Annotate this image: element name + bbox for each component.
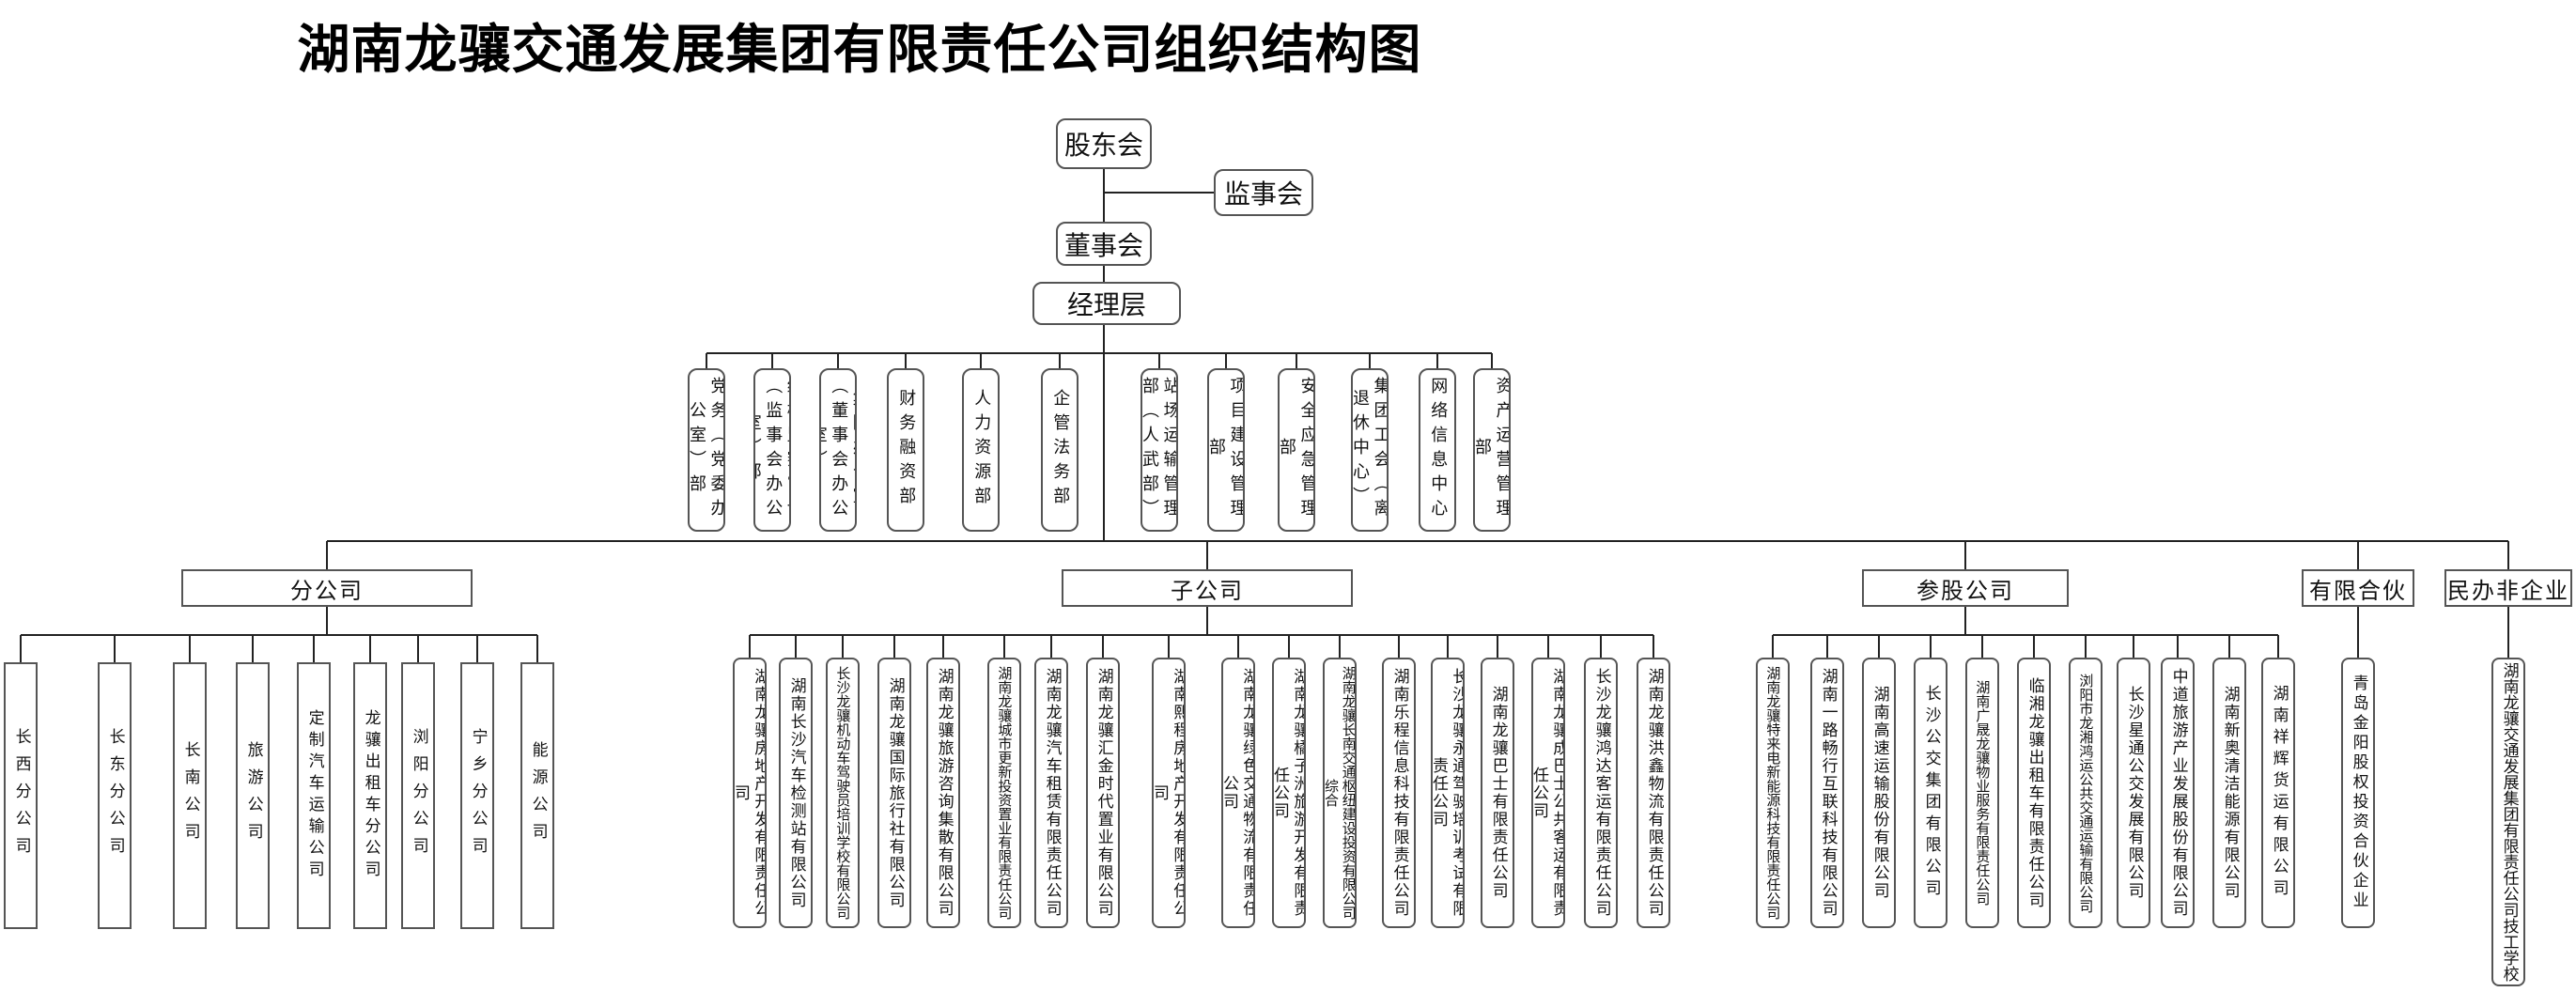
subsidiary-box: 湖南熙程房地产开发有限责任公司 (1152, 658, 1186, 928)
subsidiary-box: 湖南乐程信息科技有限责任公司 (1382, 658, 1416, 928)
shareholding-box: 湖南一路畅行互联科技有限公司 (1810, 658, 1844, 928)
subsidiary-box: 湖南长沙汽车检测站有限公司 (779, 658, 813, 928)
branch-box: 长西分公司 (4, 662, 38, 929)
subsidiary-box: 湖南龙骧成巴士公共客运有限责任公司 (1531, 658, 1565, 928)
shareholders-meeting-box: 股东会 (1056, 118, 1152, 169)
category-branches: 分公司 (181, 569, 473, 607)
shareholding-box: 湖南高速运输股份有限公司 (1862, 658, 1896, 928)
subsidiary-box: 湖南龙骧长南交通枢纽建设投资有限公司综合 (1323, 658, 1357, 928)
category-private: 民办非企业 (2444, 569, 2572, 607)
subsidiary-box: 湖南龙骧汇金时代置业有限公司 (1086, 658, 1120, 928)
dept-hr: 人力资源部 (962, 368, 1000, 532)
shareholding-box: 长沙公交集团有限公司 (1914, 658, 1948, 928)
subsidiary-box: 湖南龙骧房地产开发有限责任公司 (733, 658, 767, 928)
branch-box: 浏阳分公司 (401, 662, 435, 929)
branch-box: 能源公司 (520, 662, 554, 929)
branch-box: 龙骧出租车分公司 (353, 662, 387, 929)
category-shareholdings: 参股公司 (1862, 569, 2069, 607)
branch-box: 长东分公司 (98, 662, 132, 929)
category-partnership: 有限合伙 (2302, 569, 2414, 607)
subsidiary-box: 湖南龙骧绿色交通物流有限责任公司 (1221, 658, 1255, 928)
subsidiary-box: 长沙龙骧鸿达客运有限责任公司 (1584, 658, 1618, 928)
board-of-supervisors-box: 监事会 (1214, 169, 1313, 216)
dept-group-office: 集团办公室（董事会办公室） (819, 368, 857, 532)
dept-assets: 资产运营管理部 (1473, 368, 1511, 532)
subsidiary-box: 湖南龙骧旅游咨询集散有限公司 (926, 658, 960, 928)
subsidiary-box: 湖南龙骧城市更新投资置业有限责任公司 (987, 658, 1021, 928)
board-of-directors-box: 董事会 (1056, 222, 1152, 266)
dept-union: 集团工会（离退休中心） (1351, 368, 1389, 532)
dept-party-affairs: 党务（党委办公室）部 (688, 368, 725, 532)
dept-discipline: 纪检监察审计（监事会办公室）部 (753, 368, 791, 532)
dept-station: 站场运输管理部（人武部） (1141, 368, 1178, 532)
branch-box: 旅游公司 (236, 662, 270, 929)
management-box: 经理层 (1032, 282, 1181, 325)
chart-title: 湖南龙骧交通发展集团有限责任公司组织结构图 (297, 20, 1422, 81)
category-subsidiaries: 子公司 (1062, 569, 1353, 607)
dept-project: 项目建设管理部 (1207, 368, 1245, 532)
subsidiary-box: 长沙龙骧永通驾驶培训考试有限责任公司 (1431, 658, 1465, 928)
shareholding-box: 湖南新奥清洁能源有限公司 (2212, 658, 2246, 928)
dept-safety: 安全应急管理部 (1278, 368, 1315, 532)
shareholding-box: 湖南广晟龙骧物业服务有限责任公司 (1965, 658, 1999, 928)
branch-box: 定制汽车运输公司 (297, 662, 331, 929)
branch-box: 长南公司 (173, 662, 207, 929)
shareholding-box: 临湘龙骧出租车有限责任公司 (2017, 658, 2051, 928)
shareholding-box: 浏阳市龙湘鸿运公共交通运输有限公司 (2069, 658, 2103, 928)
dept-legal: 企管法务部 (1041, 368, 1079, 532)
subsidiary-box: 长沙龙骧机动车驾驶员培训学校有限公司 (826, 658, 860, 928)
subsidiary-box: 湖南龙骧汽车租赁有限责任公司 (1034, 658, 1068, 928)
dept-network: 网络信息中心 (1419, 368, 1456, 532)
subsidiary-box: 湖南龙骧橘子洲旅游开发有限责任公司 (1272, 658, 1306, 928)
shareholding-box: 湖南龙骧特来电新能源科技有限责任公司 (1756, 658, 1790, 928)
private-member-box: 湖南龙骧交通发展集团有限责任公司技工学校 (2491, 658, 2525, 986)
subsidiary-box: 湖南龙骧洪鑫物流有限责任公司 (1637, 658, 1670, 928)
shareholding-box: 中道旅游产业发展股份有限公司 (2161, 658, 2195, 928)
shareholding-box: 湖南祥辉货运有限公司 (2261, 658, 2295, 928)
dept-finance: 财务融资部 (887, 368, 924, 532)
branch-box: 宁乡分公司 (460, 662, 494, 929)
shareholding-box: 长沙星通公交发展有限公司 (2117, 658, 2150, 928)
partnership-member-box: 青岛金阳股权投资合伙企业 (2341, 658, 2375, 928)
subsidiary-box: 湖南龙骧巴士有限责任公司 (1481, 658, 1514, 928)
subsidiary-box: 湖南龙骧国际旅行社有限公司 (877, 658, 911, 928)
